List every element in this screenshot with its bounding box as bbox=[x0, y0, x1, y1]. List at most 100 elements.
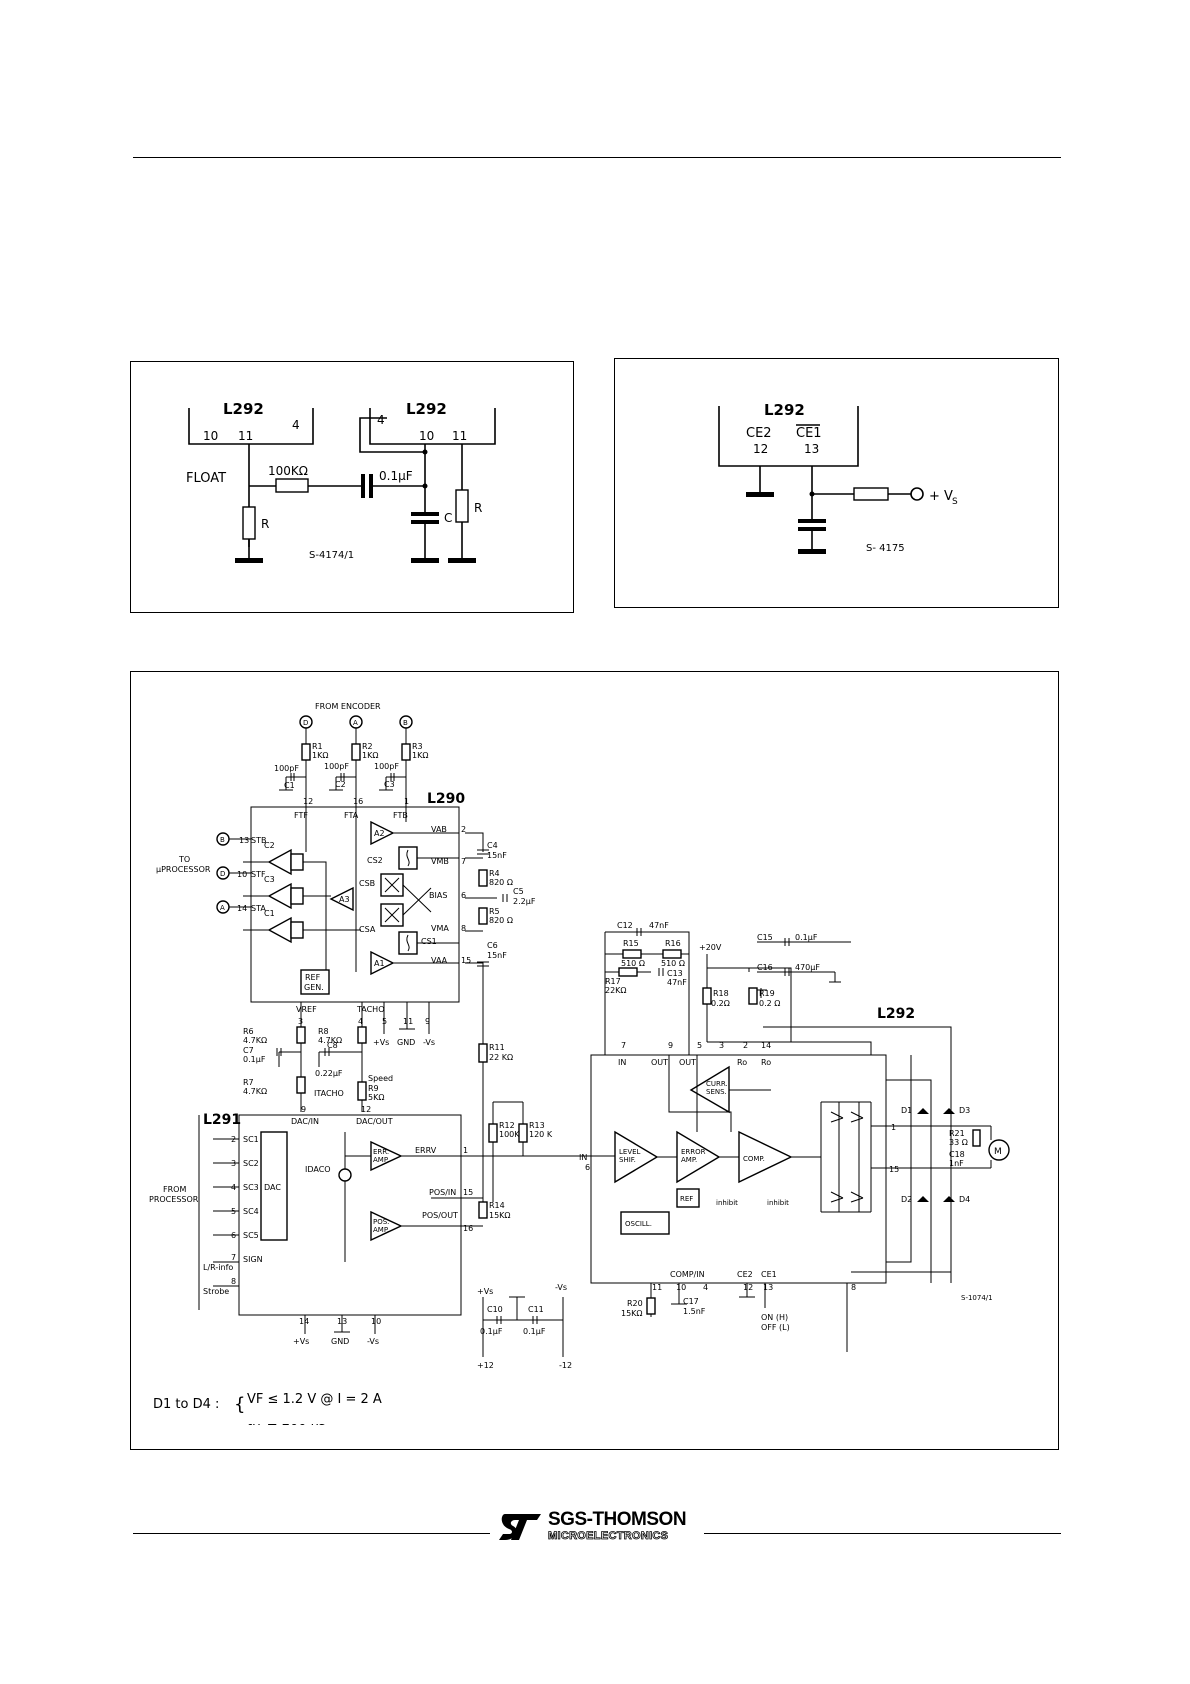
label: DAC bbox=[264, 1183, 281, 1192]
label: ON (H) bbox=[761, 1313, 788, 1322]
pin-label: 1 bbox=[891, 1123, 896, 1132]
pin-label: 14 bbox=[237, 904, 247, 913]
label: Speed bbox=[368, 1074, 393, 1083]
label: DAC/OUT bbox=[356, 1117, 393, 1126]
label: 0.2Ω bbox=[711, 999, 730, 1008]
header-rule bbox=[133, 157, 1061, 158]
label: CSB bbox=[359, 879, 375, 888]
label: 100pF bbox=[374, 762, 399, 771]
ic-l292 bbox=[590, 1054, 887, 1284]
pin-label: 8 bbox=[231, 1277, 236, 1286]
terminal-label: A bbox=[353, 719, 358, 727]
pin-label: 10 bbox=[203, 429, 218, 443]
pin-label: 11 bbox=[238, 429, 253, 443]
label: AMP. bbox=[681, 1156, 697, 1164]
note-label: D1 to D4 : bbox=[153, 1397, 219, 1412]
pin-label: 13 bbox=[239, 836, 249, 845]
terminal-label: D bbox=[220, 870, 225, 878]
pin-label: 11 bbox=[403, 1017, 413, 1026]
resistor-label: R bbox=[261, 517, 269, 531]
capacitor-plate bbox=[411, 520, 439, 524]
label: C10 bbox=[487, 1305, 503, 1314]
label: DAC/IN bbox=[291, 1117, 319, 1126]
label: AMP. bbox=[373, 1156, 389, 1164]
label: ITACHO bbox=[314, 1089, 344, 1098]
label: 120 K bbox=[529, 1130, 553, 1139]
label: OUT bbox=[679, 1058, 696, 1067]
label: POS/OUT bbox=[422, 1211, 458, 1220]
label: 820 Ω bbox=[489, 916, 513, 925]
label: D4 bbox=[959, 1195, 970, 1204]
label: POS/IN bbox=[429, 1188, 456, 1197]
float-label: FLOAT bbox=[186, 471, 226, 486]
footer-rule-right bbox=[704, 1533, 1061, 1534]
label: CURR. bbox=[706, 1080, 728, 1088]
ic-label: L291 bbox=[203, 1112, 241, 1128]
label: C6 bbox=[487, 941, 498, 950]
label: TO bbox=[178, 855, 190, 864]
pin-label: 2 bbox=[461, 825, 466, 834]
label: L/R-info bbox=[203, 1263, 233, 1272]
ground-symbol bbox=[798, 549, 826, 554]
label: C2 bbox=[335, 780, 346, 789]
pin-label: 8 bbox=[461, 924, 466, 933]
label: R9 bbox=[368, 1084, 379, 1093]
label: PROCESSOR bbox=[149, 1195, 199, 1204]
resistor bbox=[853, 487, 889, 501]
label: FROM ENCODER bbox=[315, 702, 381, 711]
label: M bbox=[994, 1147, 1002, 1157]
label: CSA bbox=[359, 925, 376, 934]
pin-label: 14 bbox=[761, 1041, 771, 1050]
brand-sub: MICROELECTRONICS bbox=[548, 1530, 669, 1543]
label: GND bbox=[331, 1337, 349, 1346]
label: R11 bbox=[489, 1043, 505, 1052]
pin-label: 4 bbox=[358, 1017, 363, 1026]
label: SC2 bbox=[243, 1159, 259, 1168]
label: FTA bbox=[344, 811, 359, 820]
resistor-r bbox=[455, 489, 469, 523]
label: R3 bbox=[412, 742, 423, 751]
pin-label: 4 bbox=[292, 418, 300, 432]
figure-code: S- 4175 bbox=[866, 543, 905, 554]
schematic-chip-enable: L292 CE2 CE1 12 13 + V S S- 4175 bbox=[718, 401, 958, 554]
label: VMA bbox=[431, 924, 449, 933]
capacitor-plate bbox=[798, 519, 826, 523]
label: C7 bbox=[243, 1046, 254, 1055]
label: inhibit bbox=[767, 1199, 789, 1207]
label: VMB bbox=[431, 857, 449, 866]
figure-code: S-4174/1 bbox=[309, 550, 354, 561]
label: 22 KΩ bbox=[489, 1053, 513, 1062]
label: +Vs bbox=[477, 1287, 493, 1296]
label: VAB bbox=[431, 825, 447, 834]
ic-l290 bbox=[250, 806, 460, 1003]
label: 4.7KΩ bbox=[243, 1087, 267, 1096]
pin-label: 12 bbox=[361, 1105, 371, 1114]
label: ERROR bbox=[681, 1148, 706, 1156]
label: 510 Ω bbox=[661, 959, 685, 968]
label: VREF bbox=[296, 1005, 317, 1014]
label: CS1 bbox=[421, 937, 437, 946]
label: STF bbox=[251, 870, 266, 879]
label: R7 bbox=[243, 1078, 254, 1087]
label: -Vs bbox=[423, 1038, 435, 1047]
label: R15 bbox=[623, 939, 639, 948]
label: C8 bbox=[327, 1041, 338, 1050]
capacitor-plate bbox=[369, 474, 373, 498]
pin-label: 9 bbox=[668, 1041, 673, 1050]
label: +Vs bbox=[293, 1337, 309, 1346]
label: 100K bbox=[499, 1130, 520, 1139]
label: OFF (L) bbox=[761, 1323, 790, 1332]
label: CE1 bbox=[761, 1270, 777, 1279]
label: SC3 bbox=[243, 1183, 259, 1192]
label: 47nF bbox=[649, 921, 669, 930]
label: 5KΩ bbox=[368, 1093, 384, 1102]
pin-label: 11 bbox=[452, 429, 467, 443]
label: -Vs bbox=[555, 1283, 567, 1292]
label: R14 bbox=[489, 1201, 505, 1210]
figure-chip-enable: L292 CE2 CE1 12 13 + V S S- 4175 bbox=[614, 358, 1059, 608]
label: Ro bbox=[737, 1058, 747, 1067]
label: C3 bbox=[264, 875, 275, 884]
capacitor-plate bbox=[798, 527, 826, 531]
pin-label: 9 bbox=[425, 1017, 430, 1026]
capacitor-label: 0.1μF bbox=[379, 469, 413, 483]
